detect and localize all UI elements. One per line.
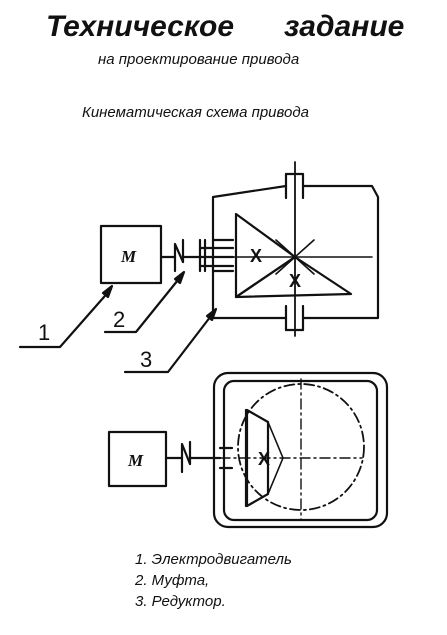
output-shaft-top (284, 161, 305, 337)
gear-label-pinion: Х (250, 246, 262, 266)
legend-item-motor: 1. Электродвигатель (135, 551, 292, 568)
motor-label-bottom: М (127, 451, 144, 470)
title-word-assignment: задание (284, 10, 405, 43)
legend-list: 1. Электродвигатель 2. Муфта, 3. Редукто… (135, 549, 292, 612)
title-word-technical: Техническое (46, 10, 235, 43)
page-title: Техническое задание (0, 10, 447, 50)
input-bearing-bottom (218, 446, 363, 470)
legend-item-reducer: 3. Редуктор. (135, 593, 226, 610)
gear-label-wheel: Х (289, 271, 301, 291)
callout-label-3: 3 (140, 347, 152, 372)
bevel-gear-pinion (234, 212, 297, 299)
callout-2-leader (103, 270, 186, 334)
callout-3-leader (123, 307, 218, 374)
scheme-bottom: М Х (107, 371, 389, 529)
gear-label-bottom: Х (258, 449, 270, 469)
bevel-gear-wheel (234, 255, 353, 299)
coupling-top (159, 238, 202, 273)
callout-label-2: 2 (113, 307, 125, 332)
legend-item-coupling: 2. Муфта, (135, 572, 210, 589)
page-subtitle: на проектирование привода (98, 51, 300, 68)
section-heading: Кинематическая схема привода (82, 104, 309, 121)
bevel-gear-pair-top (232, 212, 373, 299)
motor-label-top: М (120, 247, 137, 266)
input-bearing-top (198, 238, 235, 273)
coupling-bottom (164, 440, 222, 474)
scheme-top: М (18, 161, 380, 374)
callout-label-1: 1 (38, 320, 50, 345)
reducer-housing-outer (212, 371, 389, 529)
callout-1-leader (18, 284, 114, 349)
motor-box-top (99, 224, 163, 285)
